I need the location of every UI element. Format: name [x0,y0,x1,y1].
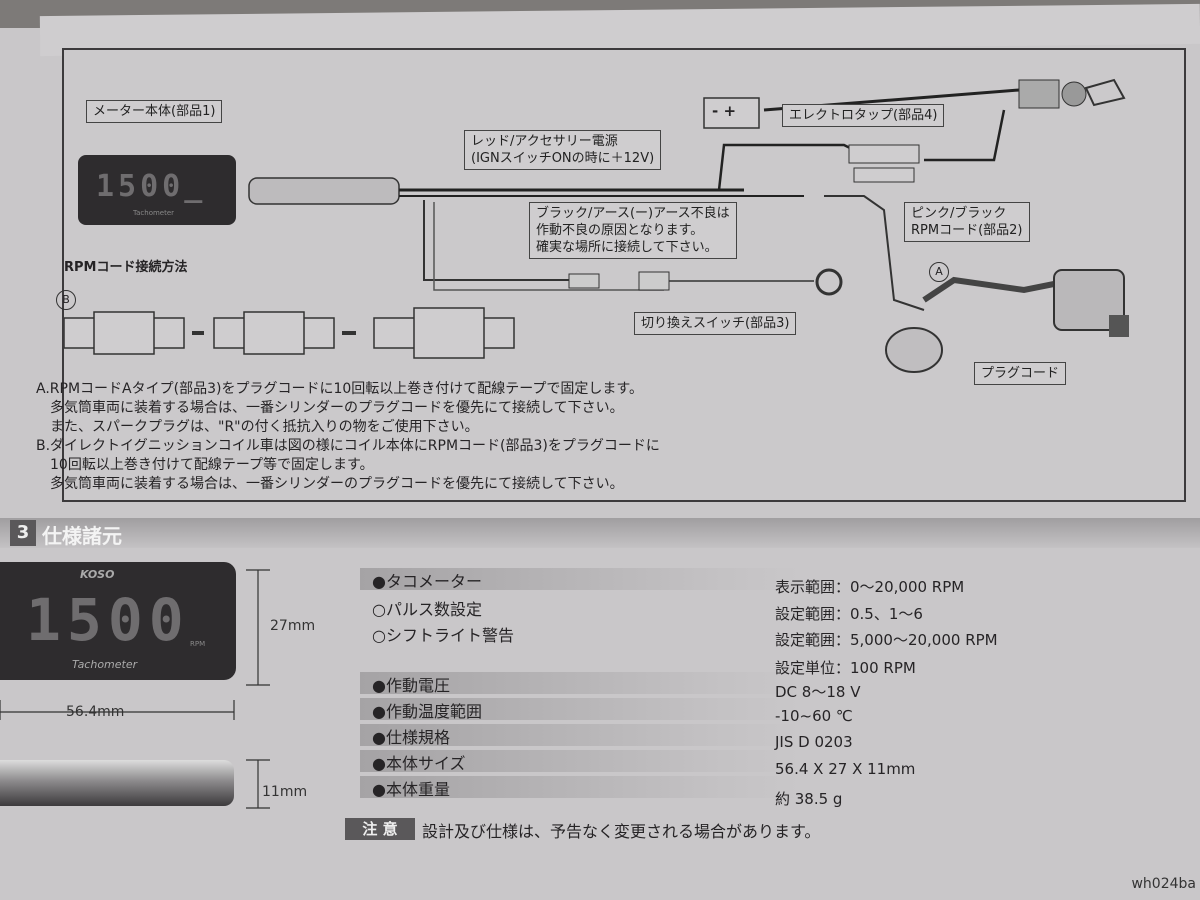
spec-value: DC 8～18 V [775,683,861,701]
spec-value: 表示範囲：0～20,000 RPM [775,578,965,596]
meter-digits: 1500_ [96,169,207,204]
section-number: 3 [10,520,36,546]
wiring-lines [64,78,1129,373]
spec-name: ●仕様規格 [372,728,450,747]
spec-name: ●本体サイズ [372,754,466,773]
spec-name: ●タコメーター [372,572,482,591]
b-mark: B [56,290,76,310]
device-side-view [0,760,234,806]
dim-width: 56.4mm [66,704,125,720]
spec-value: 設定範囲：5,000～20,000 RPM [775,631,998,649]
spec-value: JIS D 0203 [775,733,853,751]
spec-row-bar [360,750,800,772]
dim-depth: 11mm [262,784,308,800]
meter-brand: Tachometer [133,209,175,217]
wiring-diagram-frame: メーター本体(部品1) 1500_ Tachometer RPMコード接続方法 … [36,48,1186,502]
device-name: Tachometer [72,658,138,671]
section-header-bar [0,518,1200,548]
red-accessory-box: レッド/アクセサリー電源 (IGNスイッチONの時に＋12V) [464,130,662,170]
spec-name: ●作動電圧 [372,676,450,695]
black-ground-box: ブラック/アース(ー)アース不良は 作動不良の原因となります。 確実な場所に接続… [529,202,737,259]
meter-illustration: 1500_ Tachometer [78,155,236,225]
caution-text: 設計及び仕様は、予告なく変更される場合があります。 [422,822,821,841]
spec-value: 設定範囲：0.5、1～6 [775,605,923,623]
device-digits: 1500 [26,586,190,654]
spec-value: 56.4 X 27 X 11mm [775,760,916,778]
spec-row-bar [360,776,800,798]
spec-value: 設定単位：100 RPM [775,659,916,677]
spec-name: ●作動温度範囲 [372,702,482,721]
spec-row-bar [360,672,800,694]
electrotap-box: エレクトロタップ(部品4) [782,104,945,127]
plug-cord-box: プラグコード [974,362,1067,385]
device-rpm-tag: RPM [190,640,206,648]
device-front-view: KOSO 1500 RPM Tachometer [0,562,236,680]
spec-value: -10~60 ℃ [775,707,853,725]
dim-height: 27mm [270,618,316,634]
spec-row-bar [360,568,800,590]
pink-rpm-box: ピンク/ブラック RPMコード(部品2) [904,202,1030,242]
spec-name: ○シフトライト警告 [372,626,514,645]
installation-notes: A.RPMコードAタイプ(部品3)をプラグコードに10回転以上巻き付けて配線テー… [36,381,660,492]
watermark: wh024ba [1131,876,1196,892]
caution-label: 注 意 [345,818,415,840]
meter-box-label: メーター本体(部品1) [86,100,223,123]
device-brand: KOSO [80,568,115,581]
spec-value: 約 38.5 g [775,790,843,808]
spec-table: ●タコメーター 表示範囲：0～20,000 RPM ○パルス数設定 設定範囲：0… [360,566,1190,816]
battery-label: - + [712,102,737,120]
switch-box: 切り換えスイッチ(部品3) [634,312,797,335]
spec-row-bar [360,698,800,720]
section-title: 仕様諸元 [42,524,122,548]
spec-name: ●本体重量 [372,780,450,799]
spec-row-bar [360,724,800,746]
rpm-method-title: RPMコード接続方法 [64,260,188,275]
spec-name: ○パルス数設定 [372,600,482,619]
a-mark: A [929,262,949,282]
